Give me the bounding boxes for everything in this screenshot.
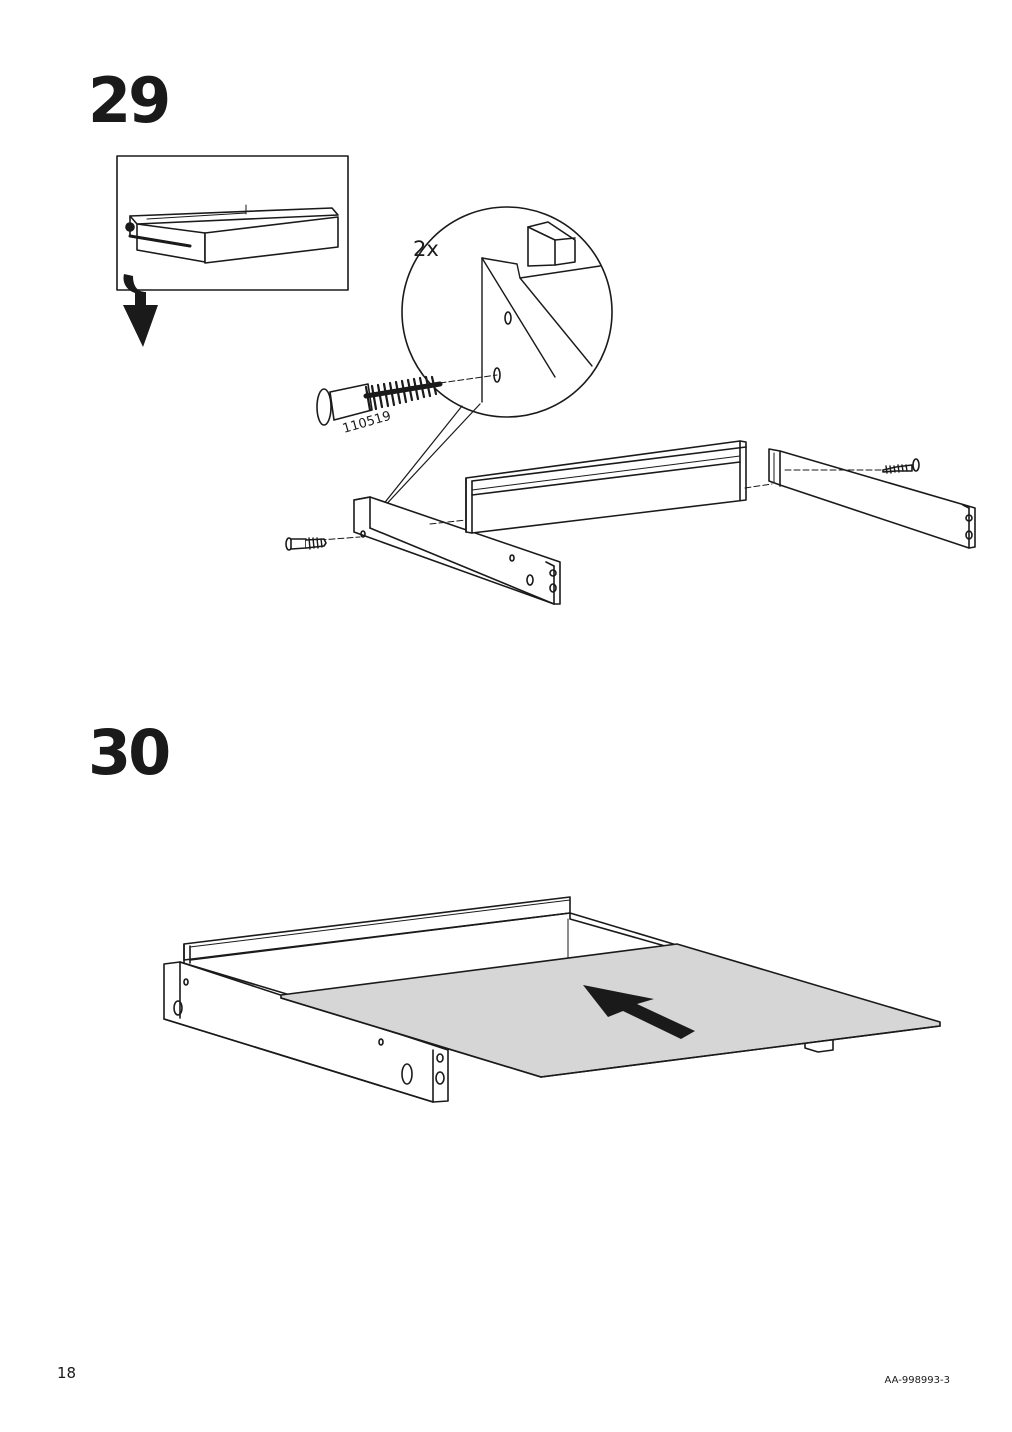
page-number: 18 bbox=[57, 1364, 77, 1382]
back-rail bbox=[429, 440, 747, 534]
step-29-number: 29 bbox=[88, 64, 171, 137]
bolt-110519-icon bbox=[316, 375, 443, 426]
document-code: AA-998993-3 bbox=[884, 1375, 951, 1386]
screw-left-icon bbox=[285, 537, 327, 551]
step-30-number: 30 bbox=[88, 716, 171, 789]
zoom-detail-circle bbox=[365, 206, 613, 527]
step-30-illustration bbox=[163, 896, 941, 1103]
drawer-reference-box bbox=[116, 155, 349, 347]
multiplier-label: 2x bbox=[413, 237, 439, 261]
down-arrow-icon bbox=[123, 274, 158, 347]
push-arrow-icon bbox=[583, 985, 695, 1039]
step-29-illustration: 2x 110519 bbox=[116, 155, 976, 605]
right-side-panel bbox=[744, 448, 976, 549]
screw-right-icon bbox=[882, 458, 920, 474]
left-side-panel bbox=[319, 496, 561, 605]
left-side-panel-step30 bbox=[163, 961, 449, 1103]
drawer-icon bbox=[125, 204, 339, 264]
back-rail-step30 bbox=[183, 896, 571, 964]
